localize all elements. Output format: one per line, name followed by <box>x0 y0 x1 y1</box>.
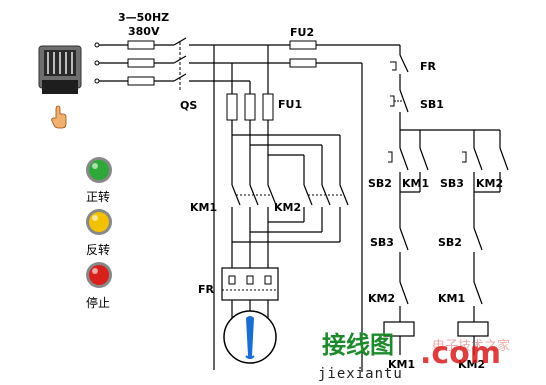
fuse-l3 <box>127 76 155 86</box>
qs-label: QS <box>180 99 197 112</box>
pointer-hand-icon <box>51 105 67 129</box>
sb2-lower-label: SB2 <box>438 236 462 249</box>
fu1-label: FU1 <box>278 98 302 111</box>
km2-main-label: KM2 <box>274 201 301 214</box>
supply-lines <box>94 40 174 86</box>
fu2-top <box>289 40 317 50</box>
km2-coil <box>457 321 489 337</box>
label-stop: 停止 <box>86 295 110 310</box>
km1-interlock-label: KM1 <box>438 292 465 305</box>
km1-aux-label: KM1 <box>402 177 429 190</box>
indicator-forward[interactable] <box>86 157 112 183</box>
label-reverse: 反转 <box>86 242 110 257</box>
lamp-reverse <box>89 212 109 232</box>
km1-coil-label: KM1 <box>388 358 415 371</box>
qs-switch[interactable] <box>173 37 250 92</box>
power-switch-icon[interactable] <box>38 45 82 94</box>
lamp-stop <box>89 265 109 285</box>
sb3-lower-contact[interactable] <box>399 227 409 251</box>
km1-main-contacts <box>231 184 277 206</box>
fr-thermal-relay <box>221 267 279 301</box>
fr-control-contact <box>390 54 409 73</box>
fu1-fuses <box>226 93 274 121</box>
fr-ctrl-label: FR <box>420 60 437 73</box>
watermark-faded: 电子技术之家 <box>432 338 510 354</box>
sb1-label: SB1 <box>420 98 444 111</box>
fr-main-label: FR <box>198 283 215 296</box>
watermark-cn: 接线图 <box>322 330 394 359</box>
indicator-reverse[interactable] <box>86 209 112 235</box>
km1-coil <box>383 321 415 337</box>
indicator-stop[interactable] <box>86 262 112 288</box>
fuse-l1 <box>127 40 155 50</box>
watermark-com: .com <box>420 336 501 371</box>
sb3-lower-label: SB3 <box>370 236 394 249</box>
motor-icon <box>223 310 277 364</box>
km2-main-contacts <box>303 184 349 206</box>
fu2-bottom <box>289 58 317 68</box>
supply-phase-label: 3—50HZ <box>118 11 169 24</box>
km2-aux-label: KM2 <box>476 177 503 190</box>
sb2-left-label: SB2 <box>368 177 392 190</box>
sb2-lower-contact[interactable] <box>473 227 483 251</box>
km2-coil-label: KM2 <box>458 358 485 371</box>
label-forward: 正转 <box>86 189 110 204</box>
km1-main-label: KM1 <box>190 201 217 214</box>
fuse-l2 <box>127 58 155 68</box>
fu2-label: FU2 <box>290 26 314 39</box>
watermark-pinyin: jiexiantu <box>318 366 403 382</box>
supply-voltage-label: 380V <box>128 25 160 38</box>
watermark: 电子技术之家 .com 接线图 jiexiantu <box>318 330 510 382</box>
km2-interlock-label: KM2 <box>368 292 395 305</box>
sb3-right-label: SB3 <box>440 177 464 190</box>
lamp-forward <box>89 160 109 180</box>
sb1-stop-button[interactable] <box>390 89 409 113</box>
